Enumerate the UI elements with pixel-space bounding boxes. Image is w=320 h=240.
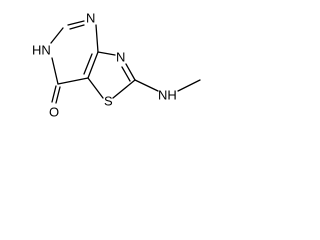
bond-c2-n3-double — [69, 24, 85, 30]
bond-c7-o — [51, 85, 57, 103]
bond-c2-n1 — [50, 27, 64, 44]
atom-s-thiazole: S — [104, 93, 113, 108]
atom-n-top: N — [86, 10, 95, 25]
atom-nh-amine: NH — [158, 87, 177, 102]
bond-nh-ch3 — [177, 79, 201, 92]
bond-n3-c3a — [95, 24, 99, 53]
bond-c7-o-double — [55, 86, 61, 104]
bond-c7-c7a — [57, 77, 89, 85]
bond-n-c2t — [125, 63, 136, 81]
bond-n1-c7 — [51, 57, 59, 85]
bond-c7a-c3a-double — [83, 53, 93, 75]
bond-n-c2t-double — [121, 66, 131, 82]
bond-c2t-nh — [134, 79, 159, 92]
atom-nh-ring: HN — [32, 42, 51, 57]
bond-s-c7a — [87, 77, 104, 99]
bond-c2-n3 — [67, 20, 85, 26]
bond-c3a-n — [97, 51, 116, 56]
atom-o-carbonyl: O — [49, 104, 59, 119]
bond-c7a-c3a — [87, 51, 99, 79]
bond-c2t-s — [112, 79, 136, 99]
molecule-structure: N HN N S NH O — [32, 10, 201, 119]
atom-n-thiazole: N — [116, 49, 125, 64]
